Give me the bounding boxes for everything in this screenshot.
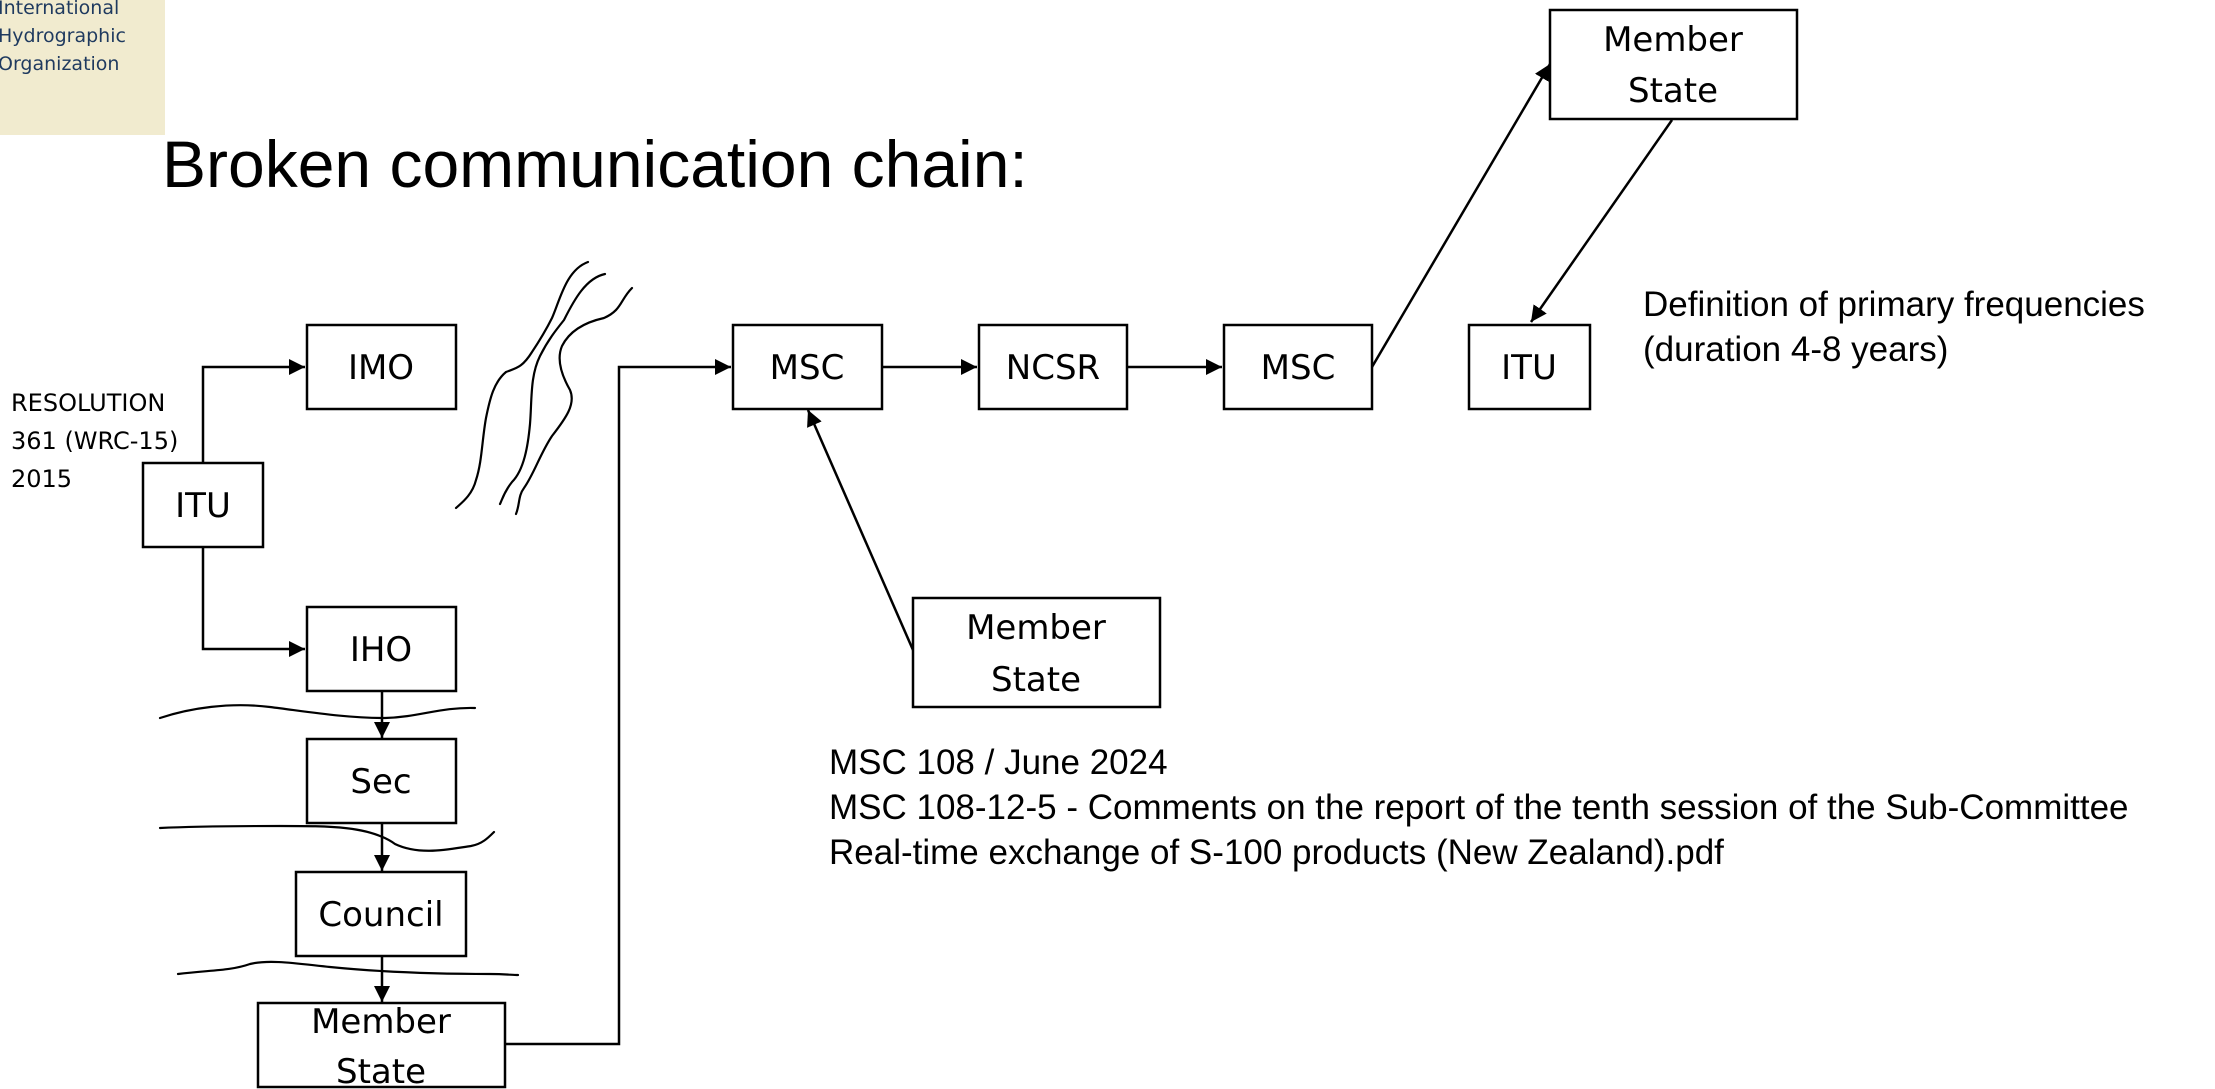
resolution-note-line-1: RESOLUTION: [11, 389, 165, 417]
definition-note: Definition of primary frequencies (durat…: [1643, 282, 2145, 372]
sec-box: [305, 737, 458, 825]
definition-line-1: Definition of primary frequencies: [1643, 285, 2145, 324]
logo-line-2: Hydrographic: [0, 25, 126, 47]
break-mark-6: [176, 960, 520, 977]
msc-second-box: [1222, 323, 1374, 411]
iho-logo: International Hydrographic Organization: [0, 0, 165, 135]
resolution-note-line-3: 2015: [11, 465, 72, 493]
connector-member-state-msc-first: [806, 409, 915, 651]
member-state-mid-label-2: State: [991, 660, 1081, 700]
member-state-mid-box: [911, 596, 1162, 709]
itu-right-box: [1467, 323, 1592, 411]
member-state-mid-label-1: Member: [966, 608, 1106, 648]
break-mark-3: [514, 286, 634, 516]
ncsr-box: [977, 323, 1129, 411]
member-state-top-box: [1548, 8, 1799, 121]
connector-member-state-msc: [505, 359, 731, 1046]
itu-left-label: ITU: [175, 486, 231, 526]
definition-line-2: (duration 4-8 years): [1643, 330, 1949, 369]
msc-first-label: MSC: [770, 348, 845, 388]
msc-reference-notes: MSC 108 / June 2024 MSC 108-12-5 - Comme…: [829, 740, 2129, 875]
msc-note-line-1: MSC 108 / June 2024: [829, 743, 1168, 782]
slide-title: Broken communication chain:: [162, 127, 1028, 201]
sec-label: Sec: [350, 762, 411, 802]
break-mark-5: [158, 824, 496, 852]
connector-member-state-itu: [1529, 119, 1674, 323]
council-box: [294, 870, 468, 958]
msc-first-box: [731, 323, 884, 411]
imo-label: IMO: [348, 348, 414, 388]
iho-label: IHO: [350, 630, 412, 670]
iho-box: [305, 605, 458, 693]
logo-line-3: Organization: [0, 53, 120, 75]
break-mark-1: [454, 260, 590, 510]
resolution-note-line-2: 361 (WRC-15): [11, 427, 178, 455]
itu-right-label: ITU: [1501, 348, 1557, 388]
council-label: Council: [318, 895, 443, 935]
imo-box: [305, 323, 458, 411]
msc-second-label: MSC: [1261, 348, 1336, 388]
break-mark-2: [498, 272, 607, 506]
ncsr-label: NCSR: [1006, 348, 1100, 388]
member-state-bottom-label-2: State: [336, 1052, 426, 1089]
logo-line-1: International: [0, 0, 120, 19]
connector-msc-member-state-top: [1370, 63, 1552, 368]
msc-note-line-3: Real-time exchange of S-100 products (Ne…: [829, 833, 1724, 872]
member-state-top-label-1: Member: [1603, 20, 1743, 60]
msc-note-line-2: MSC 108-12-5 - Comments on the report of…: [829, 788, 2129, 827]
break-mark-4: [158, 704, 477, 720]
member-state-bottom-box: [256, 1001, 507, 1089]
connector-itu-iho: [201, 547, 305, 657]
itu-left-box: [141, 461, 265, 549]
member-state-bottom-label-1: Member: [311, 1002, 451, 1042]
member-state-top-label-2: State: [1628, 71, 1718, 111]
connector-itu-imo: [201, 359, 305, 463]
